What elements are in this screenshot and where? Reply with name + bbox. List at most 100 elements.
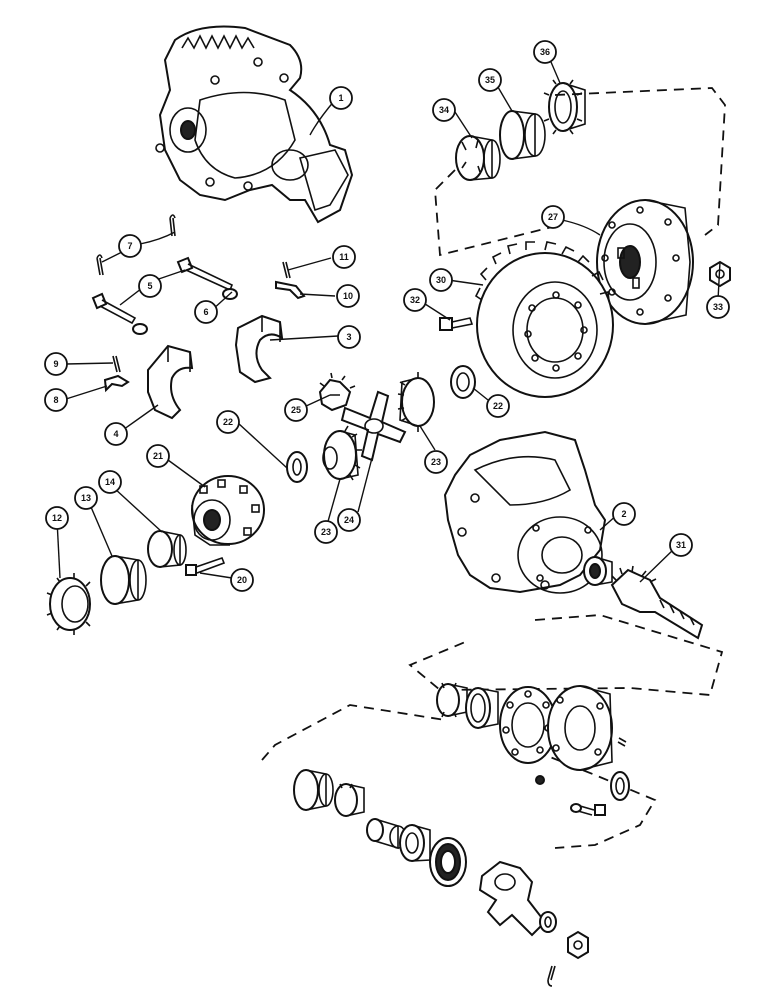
pinion-bearing-cup [465, 687, 499, 729]
callout-35: 35 [478, 68, 502, 92]
callout-7: 7 [118, 234, 142, 258]
inner-bearing-cone [399, 824, 431, 862]
yoke-nut [567, 930, 589, 960]
callout-label: 4 [113, 429, 118, 439]
callout-label: 10 [343, 291, 353, 301]
bearing-cone-part-34 [455, 135, 501, 181]
callout-label: 27 [548, 212, 558, 222]
group-bracket-drive-kit [261, 704, 657, 849]
callout-label: 22 [223, 417, 233, 427]
callout-22-left: 22 [216, 410, 240, 434]
callout-22-right: 22 [486, 394, 510, 418]
callout-25: 25 [284, 398, 308, 422]
callout-label: 36 [540, 47, 550, 57]
drive-pinion-part-31 [610, 565, 704, 640]
callout-label: 5 [147, 281, 152, 291]
cage-dowel [617, 737, 627, 747]
lock-part-8 [103, 374, 130, 393]
bearing-cap-part-3 [234, 314, 284, 384]
callout-label: 9 [53, 359, 58, 369]
spider-cross-part-24 [340, 390, 407, 462]
oil-seal [429, 837, 467, 887]
bolt-part-20 [185, 556, 226, 576]
pinion-bearing-cone [436, 682, 468, 718]
callout-5: 5 [138, 274, 162, 298]
callout-32: 32 [403, 288, 427, 312]
bearing-cage [547, 685, 613, 771]
callout-label: 23 [321, 527, 331, 537]
group-bracket-bearing-kit [434, 87, 726, 257]
callout-label: 21 [153, 451, 163, 461]
side-gear-part-23-right [397, 372, 435, 432]
bearing-cap-part-4 [147, 344, 194, 420]
yoke-cotter-pin [547, 965, 556, 987]
callout-34: 34 [432, 98, 456, 122]
callout-label: 8 [53, 395, 58, 405]
callout-label: 35 [485, 75, 495, 85]
lock-part-10 [275, 280, 306, 300]
callout-8: 8 [44, 388, 68, 412]
callout-30: 30 [429, 268, 453, 292]
callout-6: 6 [194, 300, 218, 324]
thrust-washer-part-22-right [450, 365, 476, 399]
callout-label: 22 [493, 401, 503, 411]
callout-23-right: 23 [424, 450, 448, 474]
adjuster-nut-part-12 [46, 573, 91, 635]
bolt-part-32 [439, 317, 474, 331]
callout-33: 33 [706, 295, 730, 319]
callout-36: 36 [533, 40, 557, 64]
thrust-washer-part-22-left [286, 451, 308, 483]
callout-20: 20 [230, 568, 254, 592]
callout-label: 14 [105, 477, 115, 487]
callout-label: 31 [676, 540, 686, 550]
callout-label: 23 [431, 457, 441, 467]
callout-14: 14 [98, 470, 122, 494]
callout-21: 21 [146, 444, 170, 468]
differential-case-part-21 [191, 475, 265, 546]
callout-11: 11 [332, 245, 356, 269]
drive-yoke [478, 860, 547, 937]
pin-part-9 [112, 355, 121, 373]
callout-label: 34 [439, 105, 449, 115]
callout-label: 30 [436, 275, 446, 285]
callout-label: 7 [127, 241, 132, 251]
callout-27: 27 [541, 205, 565, 229]
group-bracket-pinion-kit [408, 614, 724, 696]
callout-3: 3 [337, 325, 361, 349]
cage-washer [570, 803, 582, 813]
cage-seal-ring [610, 771, 630, 801]
callout-label: 12 [52, 513, 62, 523]
callout-24: 24 [337, 508, 361, 532]
callout-label: 11 [339, 252, 349, 262]
callout-2: 2 [612, 502, 636, 526]
callout-31: 31 [669, 533, 693, 557]
callout-12: 12 [45, 506, 69, 530]
callout-label: 32 [410, 295, 420, 305]
callout-10: 10 [336, 284, 360, 308]
callout-label: 2 [621, 509, 626, 519]
pilot-bearing [583, 556, 613, 586]
callout-23-left: 23 [314, 520, 338, 544]
bearing-cup-part-13 [100, 555, 147, 605]
callout-13: 13 [74, 486, 98, 510]
callout-label: 1 [338, 93, 343, 103]
callout-label: 6 [203, 307, 208, 317]
callout-9: 9 [44, 352, 68, 376]
bolts-parts-5 [91, 256, 234, 325]
carrier-assembly-part [155, 25, 354, 224]
bearing-cone-part-14 [147, 530, 187, 568]
callout-label: 3 [346, 332, 351, 342]
callout-label: 33 [713, 302, 723, 312]
callout-label: 20 [237, 575, 247, 585]
pinion-gear-part-25 [318, 372, 356, 412]
callout-4: 4 [104, 422, 128, 446]
side-gear-part-23-left [322, 425, 362, 481]
outer-bearing-cone [334, 783, 365, 817]
yoke-washer [539, 911, 557, 933]
cage-bolt [576, 804, 606, 816]
spacer-sleeve [366, 818, 407, 850]
carrier-housing-part-2 [443, 430, 607, 594]
cage-shim [499, 686, 557, 764]
bearing-cup-part-35 [499, 110, 546, 160]
